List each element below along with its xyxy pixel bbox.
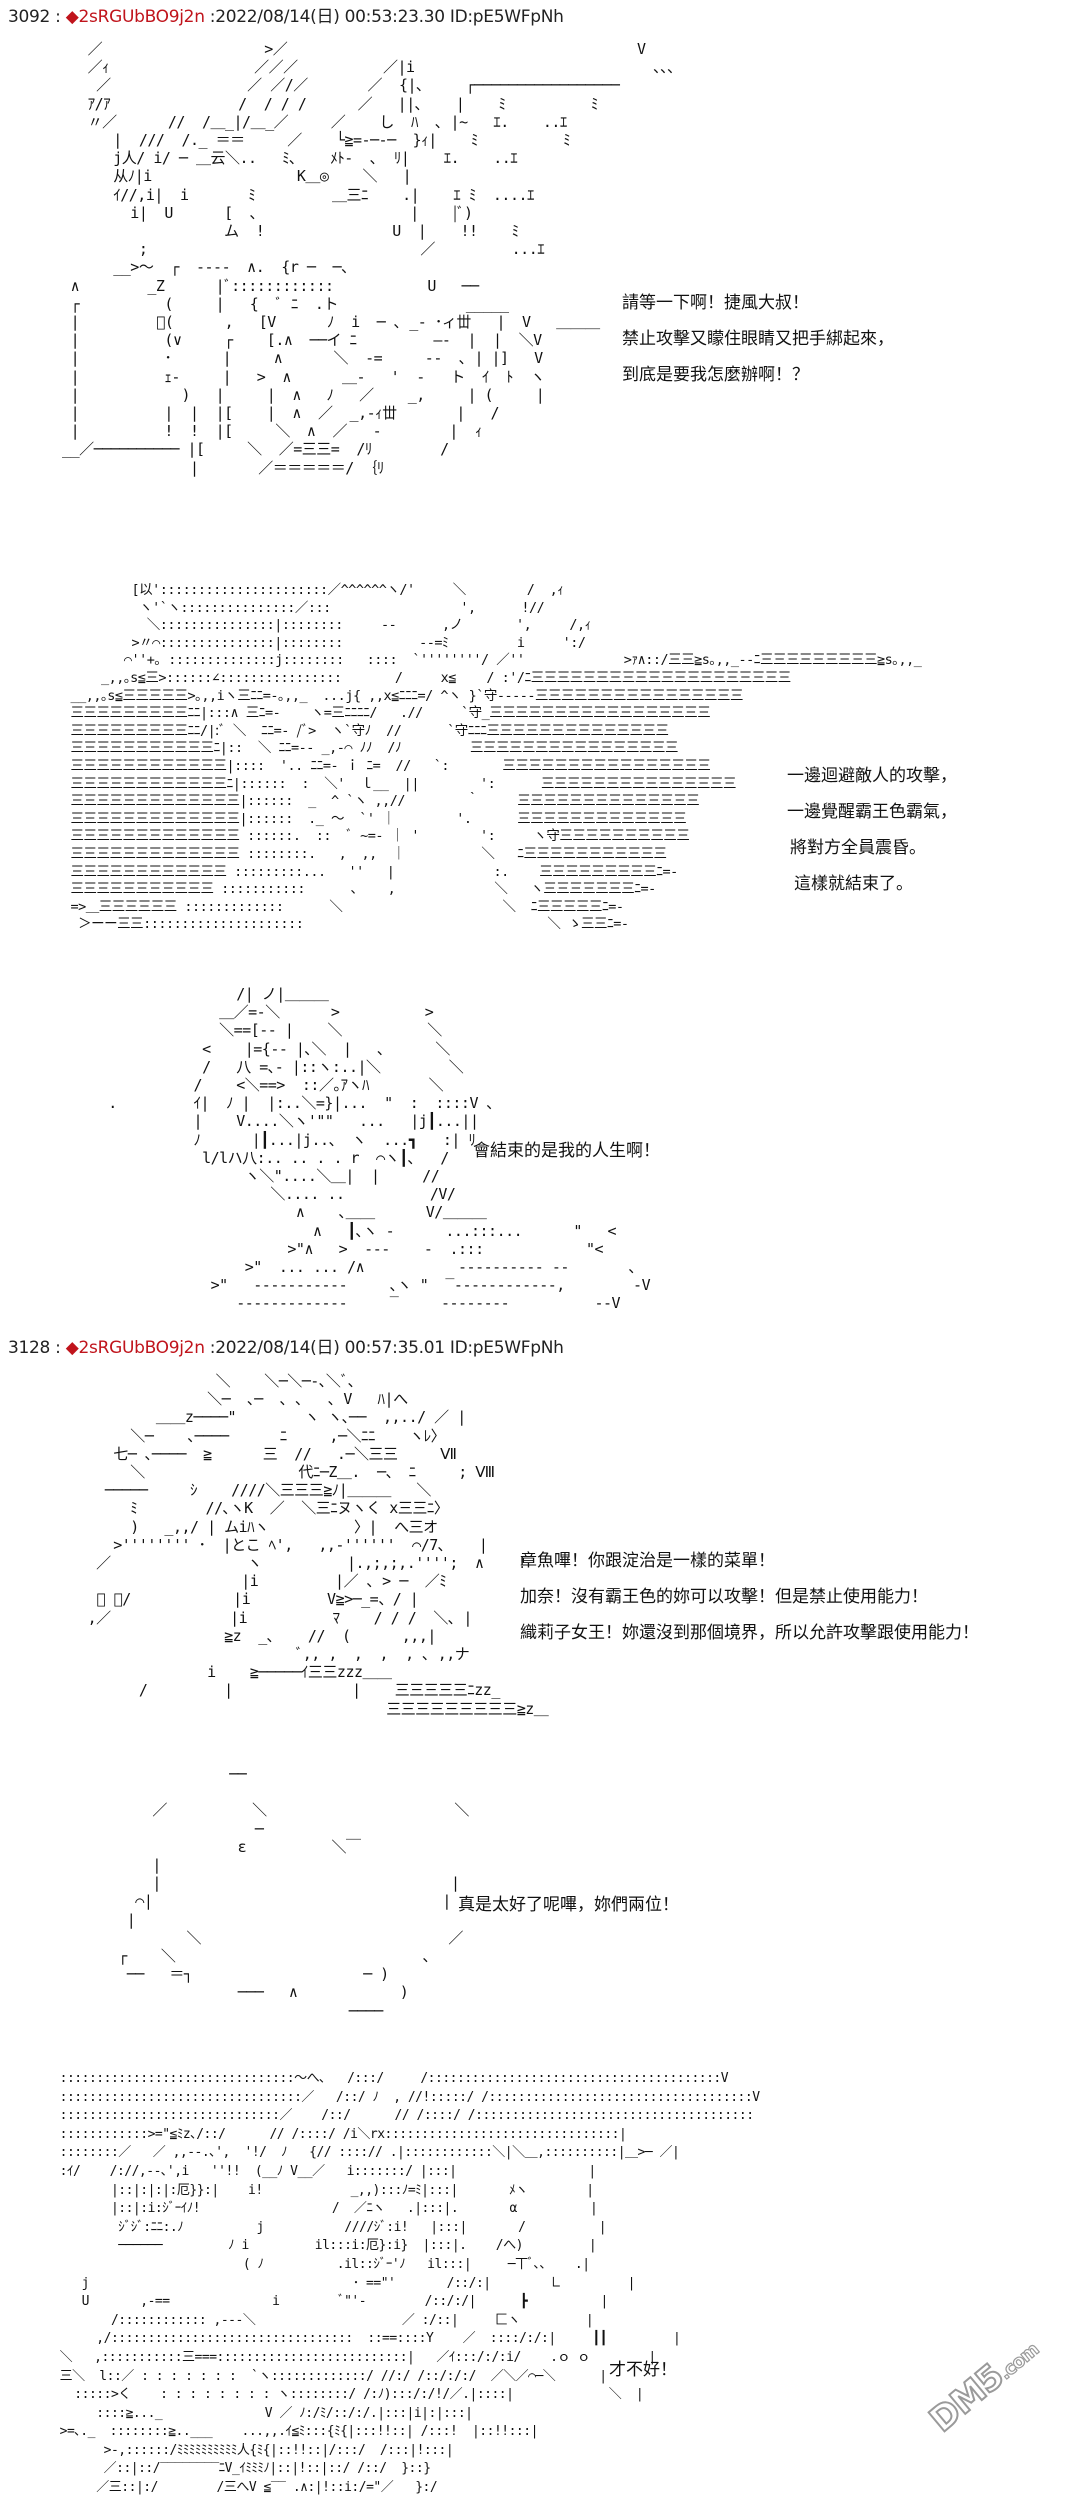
post-number: 3128 (8, 1338, 51, 1358)
author-trip-link[interactable]: 2sRGUbBO9j2n (78, 1338, 205, 1358)
dialogue-line: 一邊迴避敵人的攻擊， (787, 766, 957, 786)
dialogue-line: 請等一下啊！捷風大叔！ (622, 293, 809, 313)
dialogue-block: 真是太好了呢嗶，妳們兩位！ (458, 1894, 679, 1930)
ascii-art-panel: ＼ ＼─＼─-､＼ﾞ､ ＼─ ､─ ､ ､ ､ V ﾊ|へ ＿＿z────" ヽ… (87, 1372, 549, 1718)
dialogue-block: 才不好！ (609, 2359, 677, 2395)
dialogue-line: 才不好！ (609, 2360, 677, 2380)
dialogue-line: 到底是要我怎麼辦啊！？ (622, 365, 809, 385)
watermark-suffix: .com (995, 2339, 1044, 2385)
ascii-art-panel: /| ノ|＿＿＿ ＿／=-＼ > > ＼==[-- | ＼ ＼ < |={-- … (108, 985, 651, 1313)
dialogue-block: 一邊迴避敵人的攻擊， 一邊覺醒霸王色霸氣， 將對方全員震昏。 這樣就結束了。 (787, 765, 957, 909)
trip-diamond-icon: ◆ (65, 1338, 79, 1358)
ascii-art-panel: ::::::::::::::::::::::::::::::::～へ､ /:::… (59, 2071, 760, 2496)
post-datetime: :2022/08/14(日) 00:57:35.01 (204, 1338, 445, 1358)
dialogue-line: 真是太好了呢嗶，妳們兩位！ (458, 1895, 679, 1915)
dialogue-line: 章魚嗶！你跟淀治是一樣的菜單！ (520, 1551, 775, 1571)
ascii-art-panel: ── ／ ＼ ＼ ─ ε ＼￣ | | | ⌒| (118, 1765, 469, 2020)
dialogue-line: 這樣就結束了。 (794, 874, 913, 894)
dialogue-line: 禁止攻擊又矇住眼睛又把手綁起來， (622, 329, 894, 349)
header-separator: : (50, 7, 66, 27)
header-separator: : (50, 1338, 66, 1358)
post-header: 3092 : ◆2sRGUbBO9j2n :2022/08/14(日) 00:5… (8, 6, 564, 28)
dialogue-line: 將對方全員震昏。 (790, 838, 926, 858)
dialogue-line: 會結束的是我的人生啊！ (473, 1141, 660, 1161)
dialogue-line: 一邊覺醒霸王色霸氣， (787, 802, 957, 822)
poster-id: ID:pE5WFpNh (444, 7, 564, 27)
dialogue-line: 織莉子女王！妳還沒到那個境界，所以允許攻擊跟使用能力！ (520, 1623, 979, 1643)
dialogue-block: 章魚嗶！你跟淀治是一樣的菜單！ 加奈！沒有霸王色的妳可以攻擊！但是禁止使用能力！… (520, 1550, 979, 1658)
post-datetime: :2022/08/14(日) 00:53:23.30 (204, 7, 445, 27)
post-header: 3128 : ◆2sRGUbBO9j2n :2022/08/14(日) 00:5… (8, 1337, 564, 1359)
post-number: 3092 (8, 7, 51, 27)
author-trip-link[interactable]: 2sRGUbBO9j2n (78, 7, 205, 27)
ascii-art-panel: ／ >／ V ／ｨ ／／／ ／|i ､､､ ／ ／ ／/／ ／ {|､ ┌───… (62, 40, 675, 477)
dialogue-block: 請等一下啊！捷風大叔！ 禁止攻擊又矇住眼睛又把手綁起來， 到底是要我怎麼辦啊！？ (622, 292, 894, 400)
dialogue-block: 會結束的是我的人生啊！ (473, 1140, 660, 1176)
trip-diamond-icon: ◆ (65, 7, 79, 27)
ascii-art-panel: [以'::::::::::::::::::::::／^^^^^^ヽ/' ＼ / … (70, 582, 922, 933)
dialogue-line: 加奈！沒有霸王色的妳可以攻擊！但是禁止使用能力！ (520, 1587, 928, 1607)
dm5-watermark-logo: DM5.com (921, 2328, 1045, 2442)
poster-id: ID:pE5WFpNh (444, 1338, 564, 1358)
